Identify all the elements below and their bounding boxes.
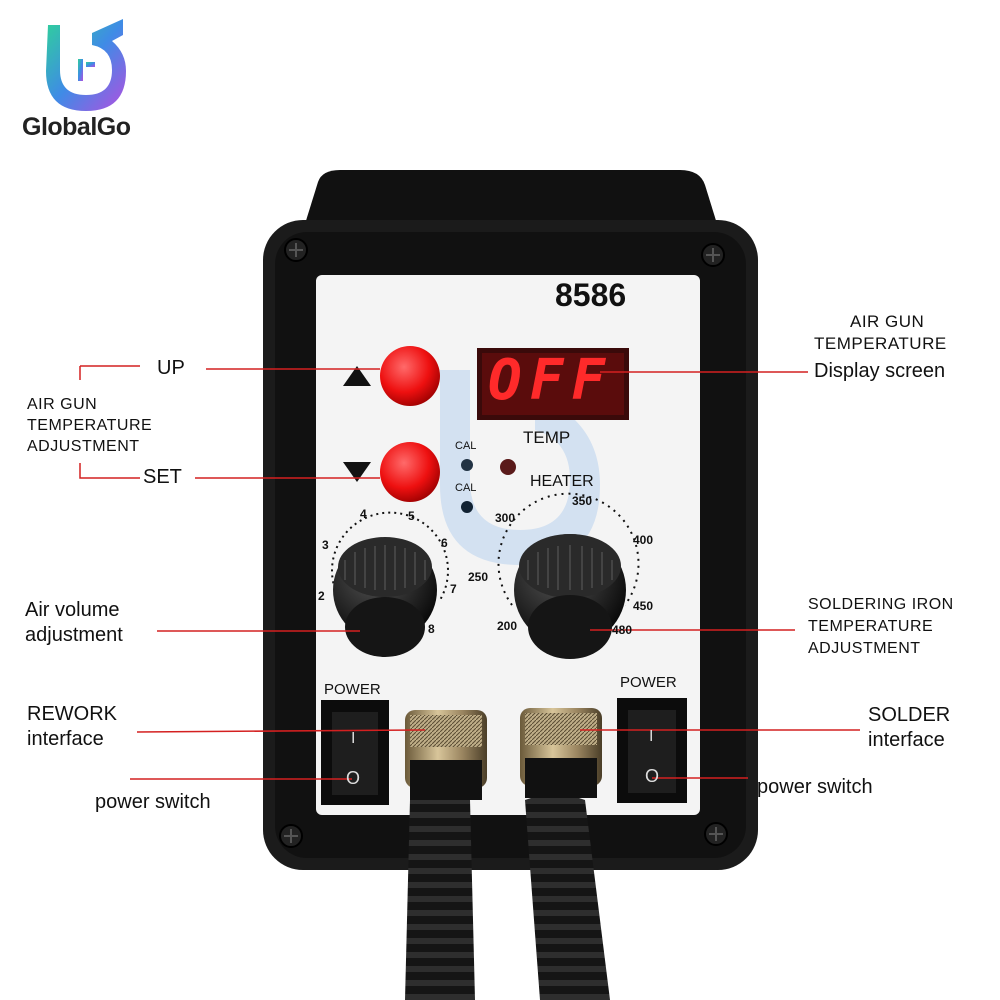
heat-dial-tick: 450 [633,599,654,613]
temperature-display: OFF [488,348,614,413]
callout-solder-temp-1: SOLDERING IRON [808,596,954,613]
callout-air-volume-2: adjustment [25,624,123,646]
air-dial-tick: 8 [428,622,435,636]
cal-label-bottom: CAL [455,482,477,494]
model-number: 8586 [555,277,627,313]
callout-air-adjust-3: ADJUSTMENT [27,438,140,455]
callout-solder-1: SOLDER [868,704,951,726]
heater-label: HEATER [530,473,594,490]
callout-air-volume-1: Air volume [25,599,120,621]
power-label-left: POWER [324,681,381,698]
callout-power-switch-left: power switch [95,791,211,813]
cal-label-top: CAL [455,440,477,452]
air-dial-tick: 7 [450,582,457,596]
air-dial-tick: 5 [408,509,415,523]
brand-name: GlobalGo [22,113,131,141]
air-dial-tick: 4 [360,507,367,521]
callout-rework-1: REWORK [27,703,117,725]
callout-rework-2: interface [27,728,104,750]
callout-power-switch-right: power switch [757,776,873,798]
heat-dial-tick: 480 [612,623,633,637]
air-dial-tick: 3 [322,538,329,552]
callout-air-adjust-1: AIR GUN [27,396,98,413]
switch-on-mark-right: I [649,728,654,745]
air-dial-tick: 2 [318,589,325,603]
callout-display-1: AIR GUN [850,312,925,331]
callout-display-2: TEMPERATURE [814,334,947,353]
callout-air-adjust-2: TEMPERATURE [27,417,153,434]
callout-solder-2: interface [868,729,945,751]
air-dial-tick: 6 [441,536,448,550]
callout-solder-temp-3: ADJUSTMENT [808,640,921,657]
heat-dial-tick: 300 [495,511,516,525]
power-label-right: POWER [620,674,677,691]
switch-off-mark-left: O [346,768,361,788]
callout-set: SET [143,466,182,488]
callout-display-3: Display screen [814,360,946,382]
heat-dial-tick: 200 [497,619,518,633]
callout-up: UP [157,357,185,379]
callout-solder-temp-2: TEMPERATURE [808,618,934,635]
temp-label: TEMP [523,428,571,447]
heat-dial-tick: 350 [572,494,593,508]
heat-dial-tick: 250 [468,570,489,584]
heat-dial-tick: 400 [633,533,654,547]
switch-on-mark-left: I [351,730,356,747]
globalgo-logo-icon [46,19,126,111]
brand-logo [20,15,170,145]
switch-off-mark-right: O [645,766,660,786]
